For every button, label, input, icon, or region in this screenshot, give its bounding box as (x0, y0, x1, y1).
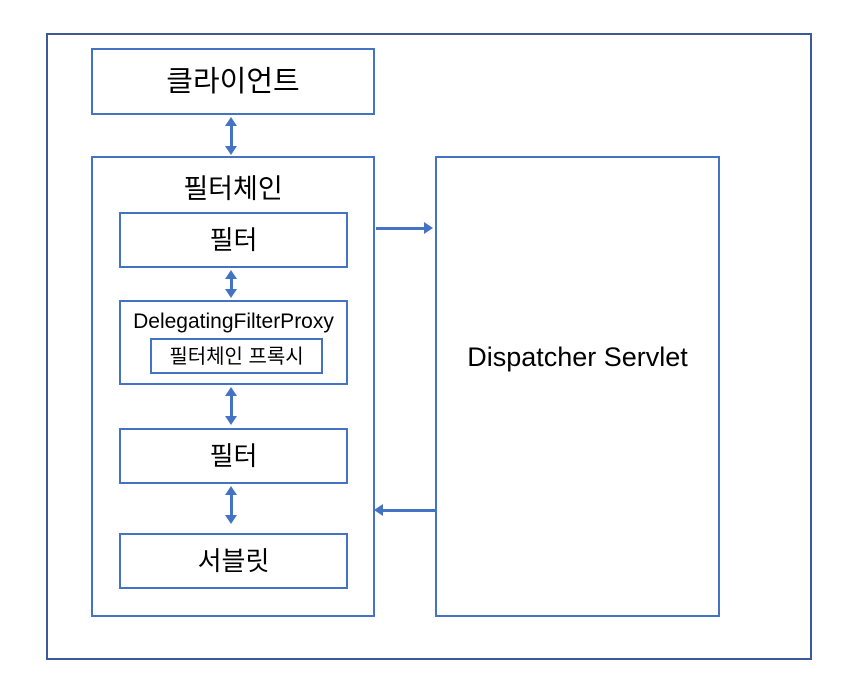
filter-chain-proxy-box: 필터체인 프록시 (150, 338, 323, 374)
filter-bottom-label: 필터 (209, 441, 258, 471)
filter-top-box: 필터 (119, 212, 348, 268)
dispatcher-servlet-label: Dispatcher Servlet (467, 342, 688, 372)
filter-chain-label: 필터체인 (183, 174, 283, 204)
servlet-label: 서블릿 (197, 546, 270, 576)
client-label: 클라이언트 (166, 66, 300, 98)
filter-top-label: 필터 (209, 225, 258, 255)
delegating-filter-proxy-label: DelegatingFilterProxy (133, 310, 334, 333)
filter-chain-proxy-label: 필터체인 프록시 (169, 346, 304, 368)
servlet-box: 서블릿 (119, 533, 348, 589)
dispatcher-servlet-box: Dispatcher Servlet (435, 156, 720, 617)
filter-bottom-box: 필터 (119, 428, 348, 484)
client-box: 클라이언트 (91, 48, 375, 115)
